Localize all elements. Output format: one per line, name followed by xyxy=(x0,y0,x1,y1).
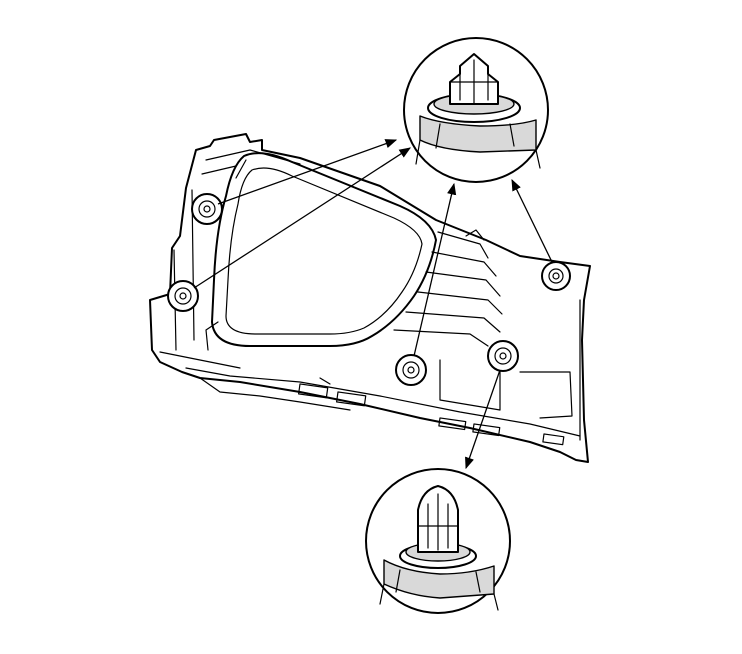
clip-detail-bottom xyxy=(365,468,511,614)
arrow-clip-2 xyxy=(193,147,411,289)
push-clip-icon xyxy=(415,53,541,169)
clip-1 xyxy=(191,193,223,225)
arrow-clip-4 xyxy=(413,182,457,357)
trim-panel xyxy=(149,133,591,463)
clip-detail-top xyxy=(403,37,549,183)
leader-arrows xyxy=(193,139,553,470)
arrow-clip-1 xyxy=(217,139,398,205)
arrow-clip-3 xyxy=(511,178,553,263)
clip-4 xyxy=(395,354,427,386)
clip-2 xyxy=(167,280,199,312)
clip-3 xyxy=(541,261,571,291)
push-clip-icon xyxy=(379,485,499,611)
arrow-clip-5 xyxy=(465,369,501,470)
clip-5 xyxy=(487,340,519,372)
